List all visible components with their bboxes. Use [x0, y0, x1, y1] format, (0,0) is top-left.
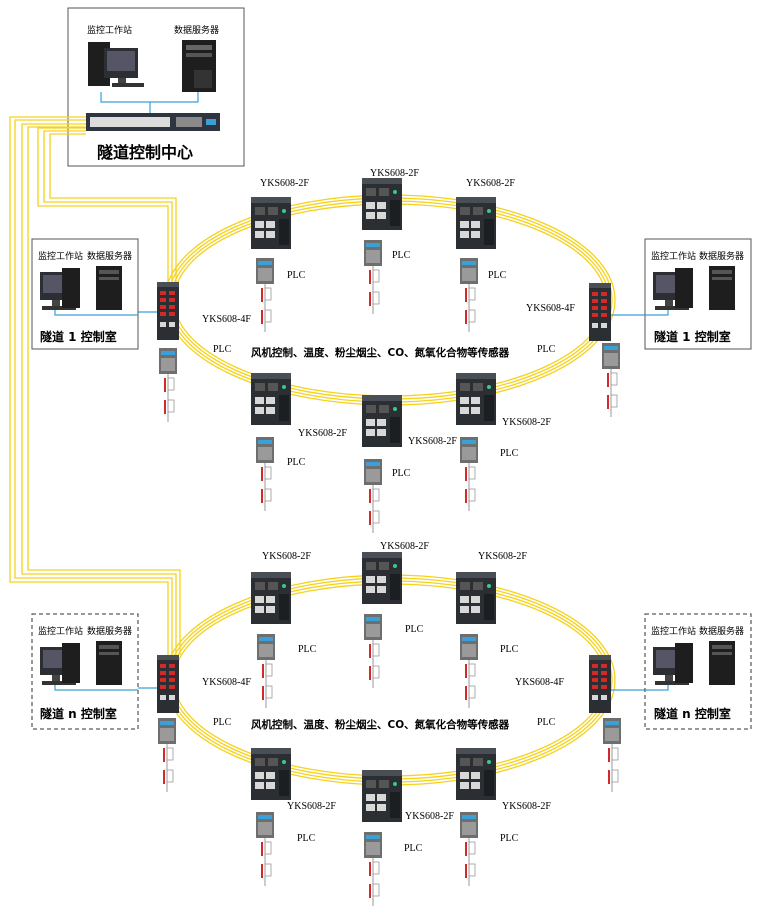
ring-1-top-plc-label-3: PLC	[488, 270, 507, 281]
ring-n-bottom-switch-2	[362, 770, 402, 822]
ring-n-top-plc-label-3: PLC	[500, 644, 519, 655]
ring-1-sensor-text: 风机控制、温度、粉尘烟尘、CO、氮氧化合物等传感器	[251, 346, 510, 359]
ring-1-bottom-switch-label-2: YKS608-2F	[408, 436, 457, 447]
control-center-workstation-label: 监控工作站	[87, 24, 132, 36]
ring-1-bottom-plc-1	[255, 436, 275, 512]
control-center-server-label: 数据服务器	[174, 24, 219, 36]
control-center: 监控工作站 数据服务器 隧道控制中心	[67, 7, 245, 167]
workstation-icon	[88, 42, 144, 87]
ring-1-top-switch-1	[251, 197, 291, 249]
ring-n-top-plc-1	[256, 633, 276, 709]
ring-1-top-switch-label-1: YKS608-2F	[260, 178, 309, 189]
ring-1: YKS608-2F YKS608-2F YKS608-2F PLC PLC PL…	[31, 168, 752, 534]
ring-1-bottom-switch-2	[362, 395, 402, 447]
ring-1-top-switch-label-3: YKS608-2F	[466, 178, 515, 189]
left-room-n-title: 隧道 n 控制室	[40, 706, 117, 721]
ring-n-top-switch-label-1: YKS608-2F	[262, 551, 311, 562]
ring-1-bottom-plc-label-1: PLC	[287, 457, 306, 468]
ring-1-top-switch-label-2: YKS608-2F	[370, 168, 419, 179]
ring-n-top-plc-label-1: PLC	[298, 644, 317, 655]
ring-1-top-plc-2	[363, 239, 383, 315]
ring-n-right-switch	[589, 655, 611, 713]
left-room-n: 监控工作站 数据服务器 隧道 n 控制室	[31, 613, 139, 730]
right-room-n: 监控工作站 数据服务器 隧道 n 控制室	[644, 613, 752, 730]
ring-1-top-plc-1	[255, 257, 275, 333]
left-room-1: 监控工作站 数据服务器 隧道 1 控制室	[31, 238, 139, 350]
ring-n-bottom-plc-2	[363, 831, 383, 907]
left-room-1-workstation-label: 监控工作站	[38, 250, 83, 262]
ring-1-bottom-switch-label-1: YKS608-2F	[298, 428, 347, 439]
ring-n-top-switch-2	[362, 552, 402, 604]
ring-n-left-plc-label: PLC	[213, 717, 232, 728]
ring-n-right-plc-label: PLC	[537, 717, 556, 728]
control-center-title: 隧道控制中心	[97, 143, 193, 162]
ring-1-bottom-plc-2	[363, 458, 383, 534]
right-room-1-server-label: 数据服务器	[699, 250, 744, 262]
ring-1-right-switch	[589, 283, 611, 341]
right-room-1-title: 隧道 1 控制室	[654, 329, 731, 344]
ring-1-top-switch-2	[362, 178, 402, 230]
ring-n-top-plc-label-2: PLC	[405, 624, 424, 635]
ring-n-bottom-switch-label-3: YKS608-2F	[502, 801, 551, 812]
ring-n-top-plc-2	[363, 613, 383, 689]
ring-1-right-plc-label: PLC	[537, 344, 556, 355]
left-room-1-server-label: 数据服务器	[87, 250, 132, 262]
ring-1-top-plc-label-1: PLC	[287, 270, 306, 281]
ring-n-bottom-switch-label-1: YKS608-2F	[287, 801, 336, 812]
left-room-1-title: 隧道 1 控制室	[40, 329, 117, 344]
ring-1-bottom-switch-label-3: YKS608-2F	[502, 417, 551, 428]
ring-1-left-plc	[158, 347, 178, 423]
ring-n-right-plc	[602, 717, 622, 793]
ring-1-left-switch-label: YKS608-4F	[202, 314, 251, 325]
ring-n-top-switch-label-2: YKS608-2F	[380, 541, 429, 552]
ring-1-left-switch	[157, 282, 179, 340]
ring-n-left-switch-label: YKS608-4F	[202, 677, 251, 688]
ring-1-bottom-plc-label-2: PLC	[392, 468, 411, 479]
ring-n-bottom-plc-label-2: PLC	[404, 843, 423, 854]
right-room-n-server-label: 数据服务器	[699, 625, 744, 637]
ring-1-right-plc	[601, 342, 621, 418]
ring-n-bottom-plc-label-1: PLC	[297, 833, 316, 844]
right-room-n-workstation-label: 监控工作站	[651, 625, 696, 637]
center-ethernet-link	[100, 92, 199, 113]
ring-1-top-plc-3	[459, 257, 479, 333]
ring-1-bottom-plc-3	[459, 436, 479, 512]
ring-1-left-plc-label: PLC	[213, 344, 232, 355]
core-switch-icon	[86, 113, 220, 131]
right-room-1: 监控工作站 数据服务器 隧道 1 控制室	[644, 238, 752, 350]
ring-n-top-switch-label-3: YKS608-2F	[478, 551, 527, 562]
ring-n-bottom-switch-3	[456, 748, 496, 800]
ring-n-bottom-switch-1	[251, 748, 291, 800]
ring-n-right-switch-label: YKS608-4F	[515, 677, 564, 688]
ring-n-top-plc-3	[459, 633, 479, 709]
ring-n: YKS608-2F YKS608-2F YKS608-2F PLC PLC PL…	[31, 541, 752, 907]
ring-n-bottom-switch-label-2: YKS608-2F	[405, 811, 454, 822]
ring-n-sensor-text: 风机控制、温度、粉尘烟尘、CO、氮氧化合物等传感器	[251, 718, 510, 731]
ring-n-top-switch-3	[456, 572, 496, 624]
ring-1-bottom-plc-label-3: PLC	[500, 448, 519, 459]
ring-n-bottom-plc-1	[255, 811, 275, 887]
ring-n-bottom-plc-label-3: PLC	[500, 833, 519, 844]
ring-n-left-plc	[157, 717, 177, 793]
ring-1-bottom-switch-3	[456, 373, 496, 425]
server-icon	[182, 40, 216, 92]
left-room-n-server-label: 数据服务器	[87, 625, 132, 637]
ring-1-right-switch-label: YKS608-4F	[526, 303, 575, 314]
backbone-fiber	[9, 116, 181, 655]
ring-n-top-switch-1	[251, 572, 291, 624]
ring-1-top-switch-3	[456, 197, 496, 249]
right-room-1-workstation-label: 监控工作站	[651, 250, 696, 262]
ring-n-bottom-plc-3	[459, 811, 479, 887]
ring-1-bottom-switch-1	[251, 373, 291, 425]
right-room-n-title: 隧道 n 控制室	[654, 706, 731, 721]
ring-1-top-plc-label-2: PLC	[392, 250, 411, 261]
left-room-n-workstation-label: 监控工作站	[38, 625, 83, 637]
ring-n-left-switch	[157, 655, 179, 713]
